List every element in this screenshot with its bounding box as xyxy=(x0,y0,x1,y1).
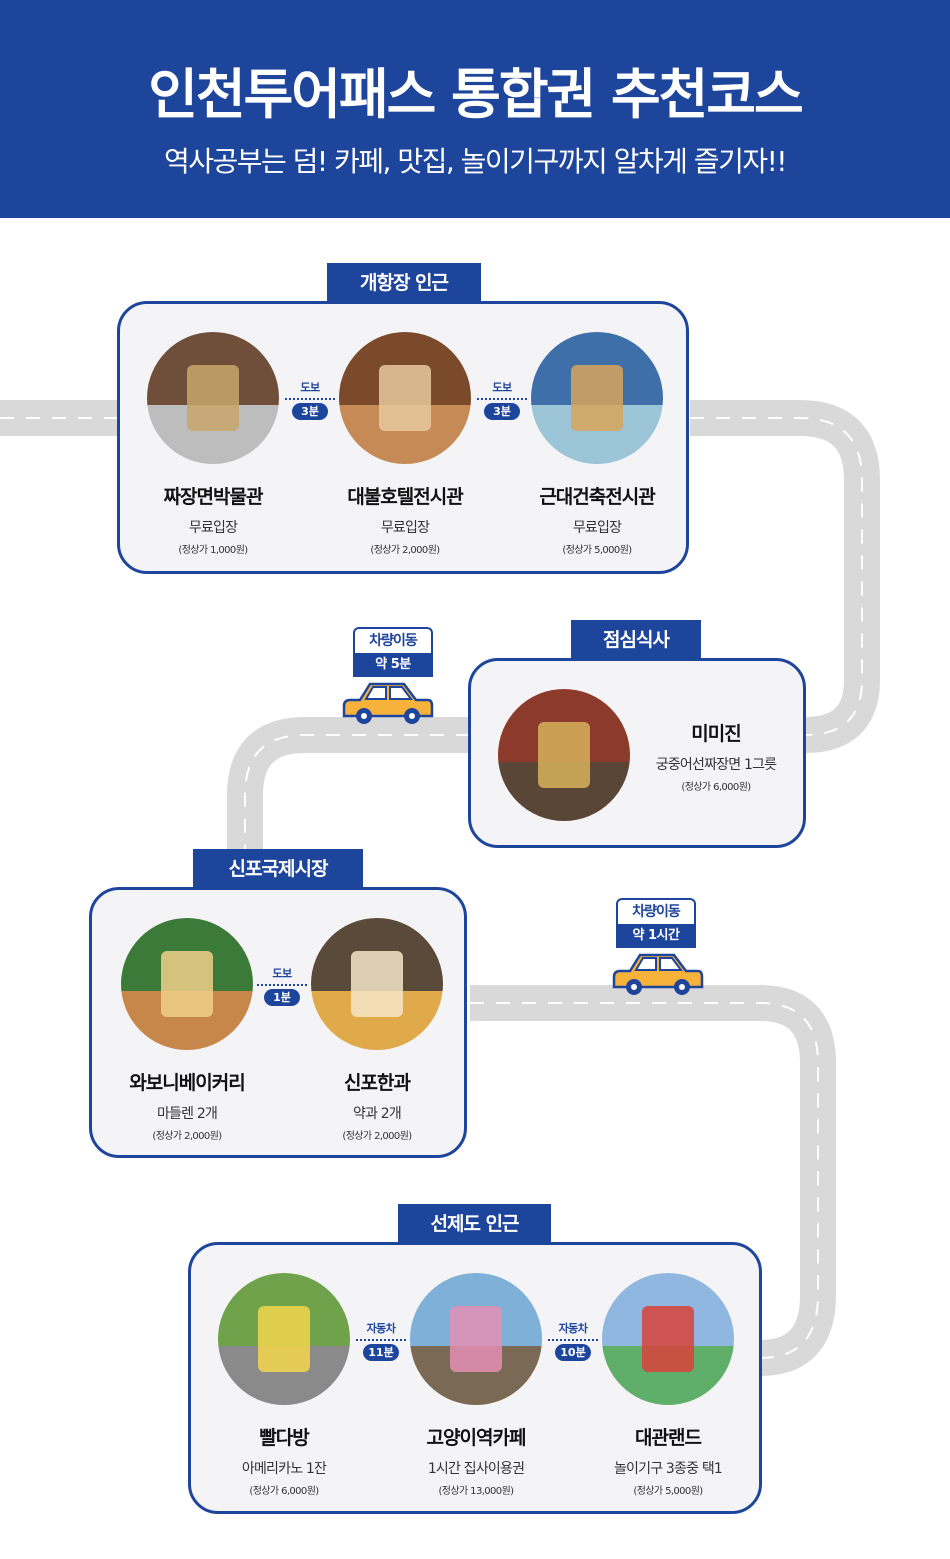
spot-price: (정상가 13,000원) xyxy=(438,1486,515,1497)
spot-photo xyxy=(339,332,471,464)
spot-mimijin[interactable]: 미미진 궁중어선짜장면 1그릇 (정상가 6,000원) xyxy=(641,705,791,793)
card-seonjedo: 빨다방 아메리카노 1잔 (정상가 6,000원) 자동차 11분 고양이역카페… xyxy=(188,1242,762,1514)
spot-desc: 1시간 집사이용권 xyxy=(427,1461,525,1477)
card-sinpo: 와보니베이커리 마들렌 2개 (정상가 2,000원) 도보 1분 신포한과 약… xyxy=(89,887,467,1158)
spot-cat-station-cafe[interactable]: 고양이역카페 1시간 집사이용권 (정상가 13,000원) xyxy=(403,1273,549,1497)
spot-desc: 마들렌 2개 xyxy=(156,1106,218,1122)
spot-photo xyxy=(121,918,253,1050)
section-label-sinpo: 신포국제시장 xyxy=(193,849,363,889)
spot-waboni-bakery[interactable]: 와보니베이커리 마들렌 2개 (정상가 2,000원) xyxy=(114,918,260,1142)
spot-price: (정상가 5,000원) xyxy=(633,1486,703,1497)
spot-name: 빨다방 xyxy=(259,1427,309,1449)
move-tag-5min: 차량이동 약 5분 xyxy=(353,627,433,677)
section-label-lunch: 점심식사 xyxy=(571,620,701,660)
spot-name: 짜장면박물관 xyxy=(163,486,264,508)
spot-price: (정상가 6,000원) xyxy=(249,1486,319,1497)
spot-name: 대관랜드 xyxy=(635,1427,702,1449)
page-title: 인천투어패스 통합권 추천코스 xyxy=(148,63,803,126)
spot-price: (정상가 2,000원) xyxy=(152,1131,222,1142)
spot-name: 대불호텔전시관 xyxy=(347,486,463,508)
card-lunch: 미미진 궁중어선짜장면 1그릇 (정상가 6,000원) xyxy=(468,658,806,848)
spot-desc: 아메리카노 1잔 xyxy=(241,1461,327,1477)
spot-desc: 무료입장 xyxy=(188,520,238,536)
spot-daebul-hotel[interactable]: 대불호텔전시관 무료입장 (정상가 2,000원) xyxy=(332,332,478,556)
connector-car-1: 자동차 11분 xyxy=(356,1320,406,1361)
header-banner: 인천투어패스 통합권 추천코스 역사공부는 덤! 카페, 맛집, 놀이기구까지 … xyxy=(0,0,950,218)
spot-name: 근대건축전시관 xyxy=(539,486,655,508)
connector-car-2: 자동차 10분 xyxy=(548,1320,598,1361)
spot-desc: 무료입장 xyxy=(380,520,430,536)
spot-photo xyxy=(311,918,443,1050)
spot-photo xyxy=(147,332,279,464)
spot-modern-architecture[interactable]: 근대건축전시관 무료입장 (정상가 5,000원) xyxy=(524,332,670,556)
spot-name: 신포한과 xyxy=(344,1072,411,1094)
spot-desc: 놀이기구 3종중 택1 xyxy=(613,1461,723,1477)
spot-name: 미미진 xyxy=(691,723,741,745)
spot-price: (정상가 2,000원) xyxy=(342,1131,412,1142)
spot-ppaldabang[interactable]: 빨다방 아메리카노 1잔 (정상가 6,000원) xyxy=(211,1273,357,1497)
spot-photo xyxy=(218,1273,350,1405)
spot-photo xyxy=(410,1273,542,1405)
connector-walk-3: 도보 1분 xyxy=(257,965,307,1006)
move-tag-1hour: 차량이동 약 1시간 xyxy=(616,898,696,948)
spot-price: (정상가 5,000원) xyxy=(562,545,632,556)
section-label-seonjedo: 선제도 인근 xyxy=(398,1204,551,1244)
connector-walk-1: 도보 3분 xyxy=(285,379,335,420)
spot-name: 와보니베이커리 xyxy=(129,1072,245,1094)
page-subtitle: 역사공부는 덤! 카페, 맛집, 놀이기구까지 알차게 즐기자!! xyxy=(163,145,788,178)
spot-desc: 약과 2개 xyxy=(353,1106,402,1122)
spot-price: (정상가 1,000원) xyxy=(178,545,248,556)
card-gaehangjang: 짜장면박물관 무료입장 (정상가 1,000원) 도보 3분 대불호텔전시관 무… xyxy=(117,301,689,574)
spot-price: (정상가 6,000원) xyxy=(681,782,751,793)
section-label-gaehangjang: 개항장 인근 xyxy=(327,263,481,303)
spot-name: 고양이역카페 xyxy=(426,1427,527,1449)
spot-daegwan-land[interactable]: 대관랜드 놀이기구 3종중 택1 (정상가 5,000원) xyxy=(595,1273,741,1497)
spot-price: (정상가 2,000원) xyxy=(370,545,440,556)
spot-photo-mimijin xyxy=(498,689,630,821)
connector-walk-2: 도보 3분 xyxy=(477,379,527,420)
car-icon xyxy=(342,682,434,724)
spot-photo xyxy=(531,332,663,464)
spot-sinpo-hangwa[interactable]: 신포한과 약과 2개 (정상가 2,000원) xyxy=(304,918,450,1142)
spot-photo xyxy=(602,1273,734,1405)
spot-desc: 무료입장 xyxy=(572,520,622,536)
car-icon xyxy=(612,953,704,995)
spot-jjajang-museum[interactable]: 짜장면박물관 무료입장 (정상가 1,000원) xyxy=(140,332,286,556)
spot-desc: 궁중어선짜장면 1그릇 xyxy=(655,757,777,773)
